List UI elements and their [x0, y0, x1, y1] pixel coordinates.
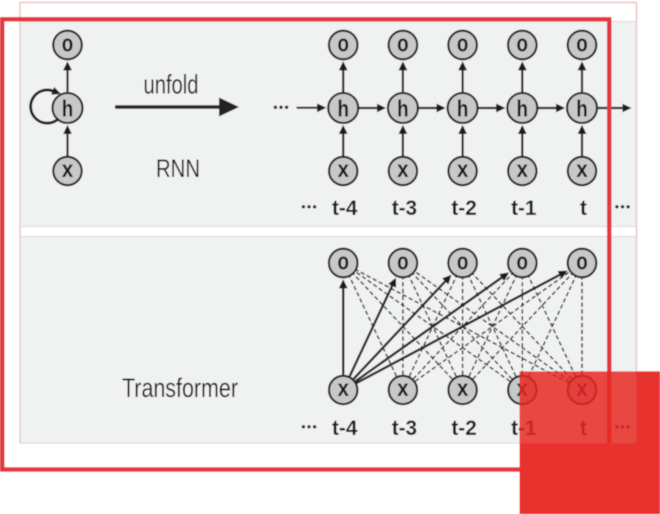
svg-text:o: o — [337, 248, 349, 275]
svg-text:x: x — [397, 375, 409, 401]
svg-text:t-4: t-4 — [332, 417, 358, 440]
svg-text:o: o — [576, 248, 588, 275]
svg-text:o: o — [517, 30, 529, 57]
svg-text:h: h — [576, 95, 588, 121]
svg-text:h: h — [457, 95, 469, 121]
svg-text:t-2: t-2 — [451, 417, 476, 440]
svg-text:o: o — [337, 30, 349, 57]
svg-text:x: x — [337, 375, 349, 401]
svg-text:t-3: t-3 — [392, 417, 417, 440]
svg-text:o: o — [397, 248, 409, 275]
svg-text:Transformer: Transformer — [122, 373, 238, 403]
svg-text:t-4: t-4 — [332, 197, 358, 220]
svg-text:o: o — [457, 30, 469, 57]
svg-text:x: x — [397, 156, 409, 182]
svg-text:h: h — [62, 95, 74, 121]
svg-text:t-2: t-2 — [451, 197, 476, 220]
svg-text:o: o — [576, 30, 588, 57]
svg-text:t: t — [580, 197, 587, 220]
svg-text:x: x — [457, 156, 469, 182]
svg-text:h: h — [337, 95, 349, 121]
svg-text:o: o — [517, 248, 529, 275]
svg-text:x: x — [517, 156, 529, 182]
svg-text:h: h — [517, 95, 529, 121]
svg-text:o: o — [397, 30, 409, 57]
svg-text:h: h — [397, 95, 409, 121]
svg-text:o: o — [62, 30, 74, 57]
svg-text:x: x — [576, 156, 588, 182]
svg-text:x: x — [457, 375, 469, 401]
svg-text:unfold: unfold — [144, 70, 199, 100]
svg-text:x: x — [62, 156, 74, 182]
svg-text:t-3: t-3 — [392, 197, 417, 220]
svg-text:x: x — [337, 156, 349, 182]
svg-text:t-1: t-1 — [511, 197, 536, 220]
svg-text:o: o — [457, 248, 469, 275]
svg-text:RNN: RNN — [156, 155, 200, 183]
